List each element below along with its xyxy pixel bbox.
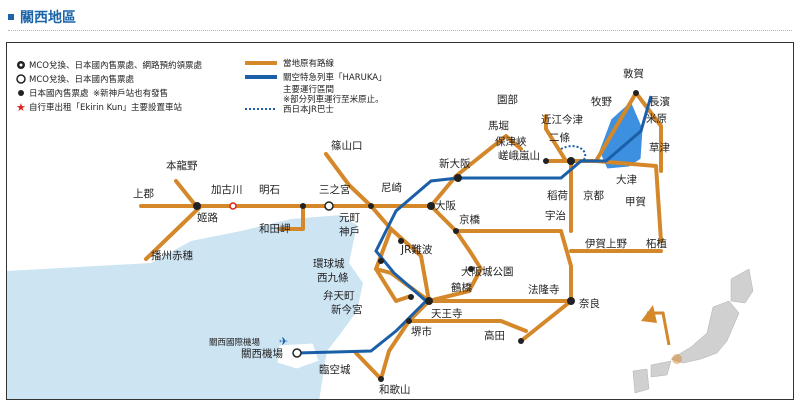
legend-mco-full: MCO兌換、日本國內售票處、網路預約領票處: [29, 60, 202, 71]
label-tsuruhashi: 鶴橋: [451, 281, 472, 294]
label-takada: 高田: [484, 329, 505, 342]
legend-haruka-note: ※部分列車運行至米原止。: [283, 94, 384, 105]
rail-map: MCO兌換、日本國內售票處、網路預約領票處 MCO兌換、日本國內售票處 日本國內…: [7, 58, 754, 399]
legend-bus: 西日本JR巴士: [283, 104, 334, 115]
label-sonobe: 園部: [497, 93, 518, 106]
label-maibara: 米原: [646, 112, 667, 125]
header-divider: [8, 30, 792, 31]
label-tennoji: 天王寺: [431, 308, 463, 320]
airplane-icon: ✈: [279, 335, 288, 348]
legend-ticket-note: ※新神戶站也有發售: [93, 88, 168, 99]
label-osaka: 大阪: [435, 199, 456, 212]
label-hozukyo: 保津峽: [495, 135, 527, 148]
kansai-highlight-icon: [672, 354, 682, 364]
legend-haruka-line2: 主要運行區間: [283, 84, 334, 95]
label-universal: 環球城: [313, 257, 345, 270]
label-sagaarashiyama: 嵯峨嵐山: [498, 149, 540, 162]
label-koka: 甲賀: [625, 196, 646, 208]
label-kansaiairport: 關西機場: [241, 347, 283, 360]
bike-star-icon: ★: [16, 101, 26, 114]
label-kakogawa: 加古川: [211, 183, 243, 196]
label-nishikujo: 西九條: [317, 271, 349, 284]
legend-right: 當地原有路線 關空特急列車「HARUKA」 主要運行區間 ※部分列車運行至米原止…: [245, 58, 387, 115]
legend-mco-basic: MCO兌換、日本國內售票處: [29, 74, 134, 85]
label-otsu: 大津: [616, 173, 637, 186]
legend-left: MCO兌換、日本國內售票處、網路預約領票處 MCO兌換、日本國內售票處 日本國內…: [16, 60, 202, 114]
label-kyoto: 京都: [583, 189, 604, 202]
label-kyobashi: 京橋: [459, 213, 480, 226]
label-ominaimazu: 近江今津: [541, 113, 583, 126]
label-motomachi: 元町: [339, 212, 360, 224]
station-labels: 敦賀 長濱 米原 牧野 草津 大津 京都 近江今津 二條 園部 馬堀 保津峽 嵯…: [133, 67, 670, 396]
label-sannomiya: 三之宮: [319, 183, 351, 196]
label-jrnamba: JR難波: [400, 243, 433, 256]
label-igaueno: 伊賀上野: [585, 238, 627, 250]
legend-haruka-line: 關空特急列車「HARUKA」: [283, 72, 387, 83]
label-wakayama: 和歌山: [379, 383, 411, 396]
label-sasayamaguchi: 篠山口: [331, 139, 363, 152]
label-inari: 稻荷: [547, 190, 568, 202]
label-himeji: 姬路: [197, 211, 218, 224]
label-kobe: 神戶: [339, 225, 360, 238]
sea-area: [7, 215, 363, 399]
label-tsuruga: 敦賀: [623, 67, 644, 80]
haruka-line-north: [458, 95, 653, 180]
label-umahori: 馬堀: [488, 120, 509, 132]
haruka-line-south: [296, 176, 459, 355]
label-nagahama: 長濱: [649, 95, 670, 108]
legend-bike: 自行車出租「Ekirin Kun」主要設置車站: [29, 102, 183, 113]
label-tsuge: 柘植: [646, 237, 667, 250]
label-sakai: 堺市: [411, 325, 432, 338]
label-hontatsuno: 本龍野: [166, 159, 198, 172]
bus-route: [560, 145, 587, 162]
label-makino: 牧野: [591, 95, 612, 108]
label-shinosaka: 新大阪: [439, 157, 471, 170]
label-nijo: 二條: [549, 131, 570, 144]
label-shinimamiya: 新今宮: [331, 303, 363, 316]
japan-inset-map: [632, 268, 754, 394]
label-osakajokoen: 大阪城公園: [461, 265, 514, 278]
label-banshuako: 播州赤穗: [151, 249, 193, 262]
map-frame: MCO兌換、日本國內售票處、網路預約領票處 MCO兌換、日本國內售票處 日本國內…: [6, 42, 794, 400]
legend-ticket-office: 日本國內售票處: [29, 88, 89, 99]
inset-arrowhead-icon: [641, 305, 657, 323]
label-amagasaki: 尼崎: [381, 181, 402, 194]
label-wadamisaki: 和田岬: [259, 223, 291, 235]
station-markers: [193, 90, 639, 382]
lake-biwa: [598, 100, 644, 170]
label-rinkujo: 臨空城: [319, 363, 351, 376]
label-bentencho: 弁天町: [323, 289, 355, 302]
label-nara: 奈良: [579, 297, 600, 310]
label-akashi: 明石: [259, 184, 280, 196]
legend-local-line: 當地原有路線: [283, 58, 335, 69]
label-kix: 關西國際機場: [209, 337, 261, 348]
header-bullet-icon: [8, 14, 14, 20]
label-kamigori: 上郡: [133, 188, 154, 200]
section-header: 關西地區: [8, 6, 76, 28]
label-kusatsu: 草津: [649, 142, 670, 154]
label-horyuji: 法隆寺: [528, 283, 560, 296]
page-title: 關西地區: [20, 10, 76, 26]
label-uji: 宇治: [545, 209, 566, 222]
